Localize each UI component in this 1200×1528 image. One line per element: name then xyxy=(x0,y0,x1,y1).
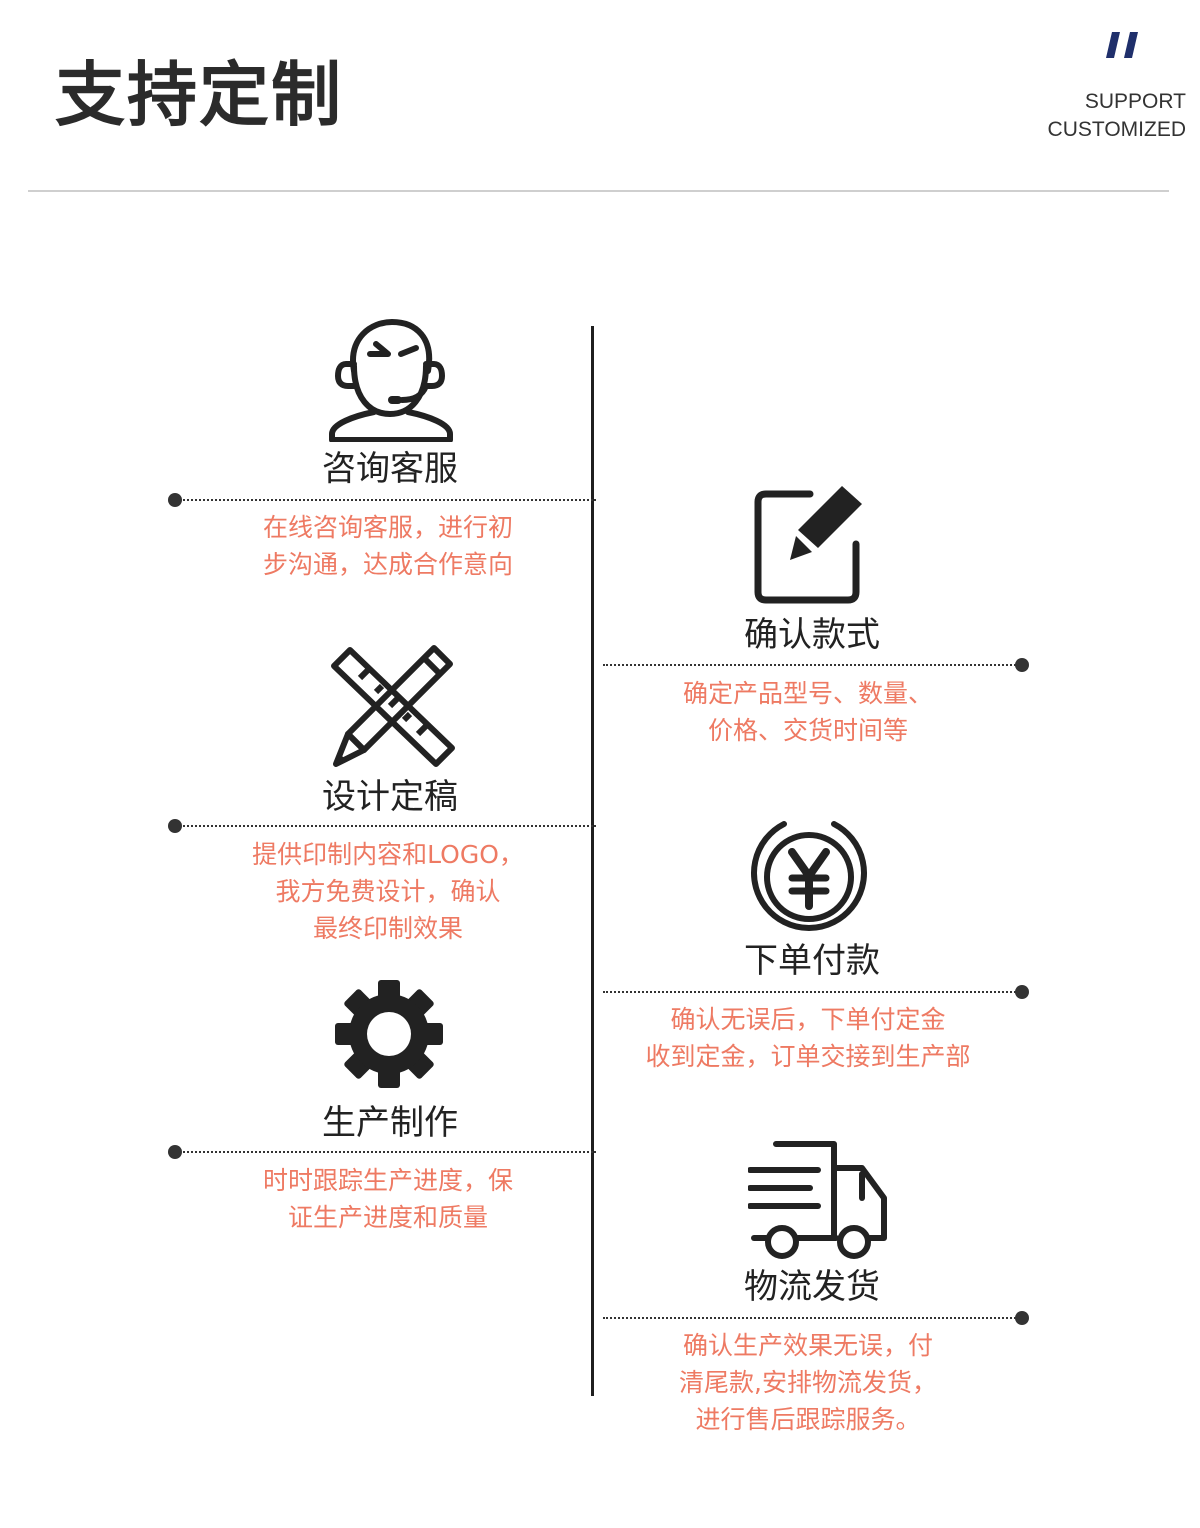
dotted-connector xyxy=(176,825,596,827)
step-title: 物流发货 xyxy=(744,1267,880,1307)
truck-icon xyxy=(748,1141,887,1259)
description-line: 步沟通，达成合作意向 xyxy=(262,550,513,579)
step-description: 确定产品型号、数量、 价格、交货时间等 xyxy=(598,675,1018,749)
step-description: 确认无误后，下单付定金 收到定金，订单交接到生产部 xyxy=(598,1001,1018,1075)
header-divider xyxy=(28,190,1169,192)
timeline-dot xyxy=(168,493,182,507)
description-line: 证生产进度和质量 xyxy=(287,1203,488,1232)
description-line: 进行售后跟踪服务。 xyxy=(695,1405,921,1434)
description-line: 我方免费设计，确认 xyxy=(275,877,501,906)
subtitle-line-2: CUSTOMIZED xyxy=(1047,118,1186,141)
yen-icon xyxy=(751,821,867,931)
description-line: 在线咨询客服，进行初 xyxy=(262,513,513,542)
description-line: 确定产品型号、数量、 xyxy=(682,679,933,708)
step-title: 确认款式 xyxy=(744,615,880,655)
customer-service-icon xyxy=(329,319,453,442)
dotted-connector xyxy=(176,1151,596,1153)
design-tools-icon xyxy=(331,645,455,767)
description-line: 清尾款,安排物流发货， xyxy=(679,1368,937,1397)
dotted-connector xyxy=(603,664,1023,666)
dotted-connector xyxy=(603,1317,1023,1319)
subtitle-line-1: SUPPORT xyxy=(1084,90,1186,113)
dotted-connector xyxy=(603,991,1023,993)
timeline-dot xyxy=(168,819,182,833)
edit-icon xyxy=(754,486,862,604)
timeline-line xyxy=(591,326,594,1396)
description-line: 最终印制效果 xyxy=(312,914,463,943)
step-title: 咨询客服 xyxy=(322,449,458,489)
step-title: 设计定稿 xyxy=(322,777,458,817)
timeline-dot xyxy=(168,1145,182,1159)
description-line: 时时跟踪生产进度，保 xyxy=(262,1166,513,1195)
description-line: 确认无误后，下单付定金 xyxy=(670,1005,946,1034)
subtitle-english: SUPPORT CUSTOMIZED xyxy=(1048,88,1186,144)
dotted-connector xyxy=(176,499,596,501)
page-title: 支持定制 xyxy=(55,54,343,136)
description-line: 价格、交货时间等 xyxy=(707,716,908,745)
step-description: 确认生产效果无误，付 清尾款,安排物流发货， 进行售后跟踪服务。 xyxy=(598,1327,1018,1438)
step-description: 在线咨询客服，进行初 步沟通，达成合作意向 xyxy=(178,509,598,583)
step-title: 生产制作 xyxy=(322,1103,458,1143)
gear-icon xyxy=(335,980,443,1088)
step-title: 下单付款 xyxy=(744,941,880,981)
description-line: 提供印制内容和LOGO， xyxy=(252,840,524,869)
description-line: 收到定金，订单交接到生产部 xyxy=(645,1042,971,1071)
double-slash-icon xyxy=(1106,32,1138,58)
step-description: 提供印制内容和LOGO， 我方免费设计，确认 最终印制效果 xyxy=(178,836,598,947)
description-line: 确认生产效果无误，付 xyxy=(682,1331,933,1360)
step-description: 时时跟踪生产进度，保 证生产进度和质量 xyxy=(178,1162,598,1236)
